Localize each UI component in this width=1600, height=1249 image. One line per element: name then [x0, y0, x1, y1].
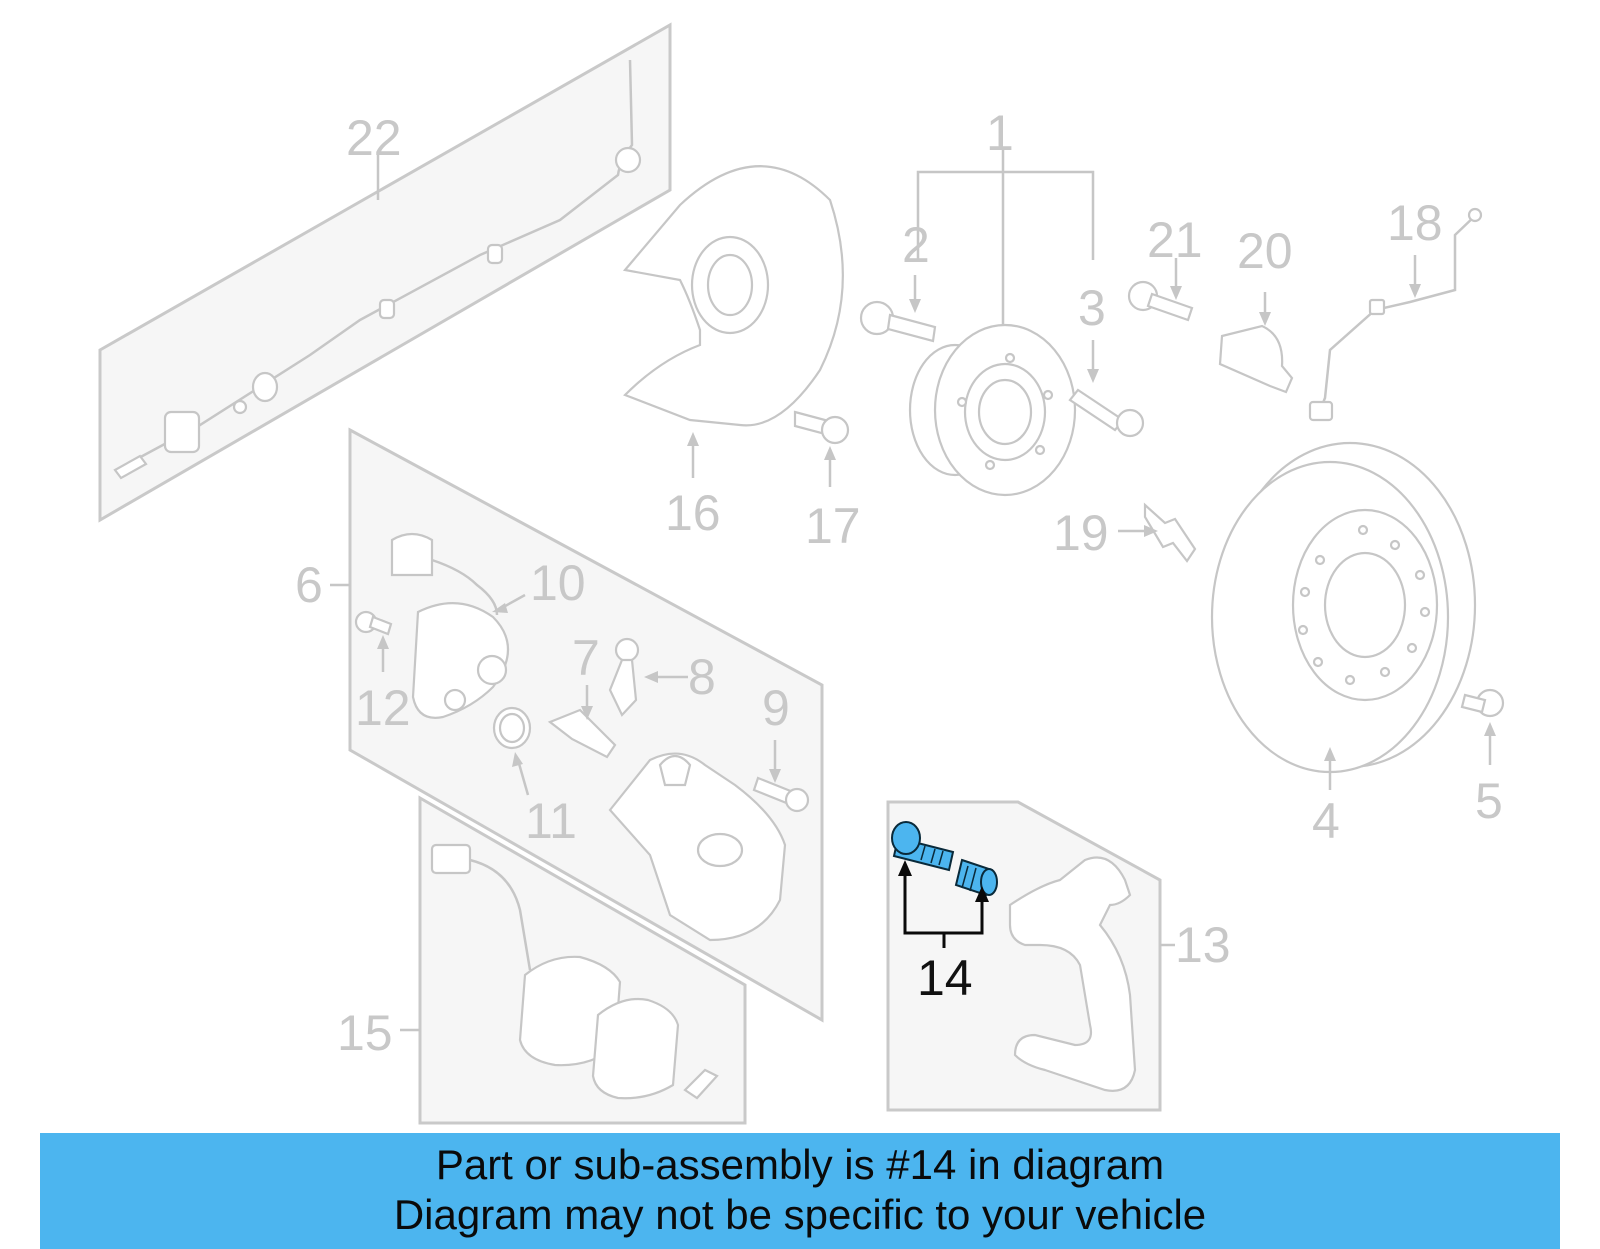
callout-3: 3 — [1078, 280, 1106, 336]
callout-15: 15 — [337, 1005, 393, 1061]
part-4-brake-disc: 4 — [1210, 441, 1477, 849]
callout-5: 5 — [1475, 773, 1503, 829]
panel-22: 22 — [98, 22, 672, 523]
part-1-wheel-hub — [908, 323, 1077, 497]
callout-7: 7 — [572, 630, 600, 686]
callout-6: 6 — [295, 557, 323, 613]
part-20-sensor-bracket: 20 — [1218, 223, 1294, 394]
panel-6-caliper: 6 10 12 11 7 8 9 — [295, 427, 824, 1023]
callout-22: 22 — [346, 110, 402, 166]
callout-12: 12 — [355, 680, 411, 736]
part-2-bolt — [859, 275, 937, 343]
callout-2: 2 — [902, 217, 930, 273]
callout-11: 11 — [525, 793, 577, 849]
callout-10: 10 — [530, 555, 586, 611]
callout-9: 9 — [762, 680, 790, 736]
part-3-bolt — [1068, 340, 1145, 438]
callout-14: 14 — [917, 950, 973, 1006]
banner-part-line: Part or sub-assembly is #14 in diagram — [435, 1141, 1165, 1188]
callout-13: 13 — [1175, 917, 1231, 973]
panel-13-caliper-carrier: 13 — [886, 800, 1231, 1112]
panel-15-brake-pads: 15 — [337, 795, 747, 1125]
part-19-clip: 19 — [1053, 502, 1197, 563]
callout-17: 17 — [805, 498, 861, 554]
part-17-bolt: 17 — [793, 410, 861, 554]
part-5-screw: 5 — [1460, 688, 1505, 829]
part-18-brake-hose: 18 — [1308, 195, 1483, 422]
callout-20: 20 — [1237, 223, 1293, 279]
callout-1: 1 — [986, 105, 1014, 161]
callout-18: 18 — [1387, 195, 1443, 251]
part-21-bolt: 21 — [1127, 212, 1203, 322]
callout-19: 19 — [1053, 505, 1109, 561]
part-16-dust-shield: 16 — [622, 165, 844, 541]
part-14-guide-bolt-set: 14 — [891, 821, 998, 1006]
callout-4: 4 — [1312, 793, 1340, 849]
info-banner: Part or sub-assembly is #14 in diagram D… — [40, 1133, 1560, 1249]
bracket-1: 1 2 3 — [902, 105, 1106, 340]
callout-8: 8 — [688, 649, 716, 705]
callout-21: 21 — [1147, 212, 1203, 268]
callout-16: 16 — [665, 485, 721, 541]
banner-disclaimer-line: Diagram may not be specific to your vehi… — [393, 1191, 1207, 1238]
